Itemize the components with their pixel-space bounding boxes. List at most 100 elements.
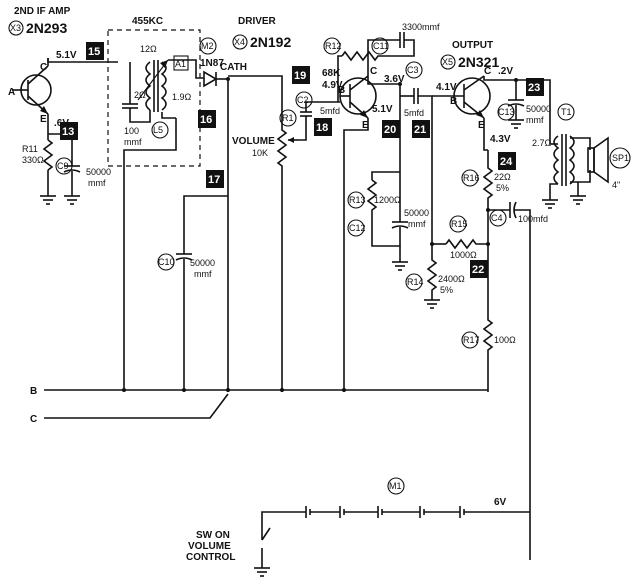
- c4-value: 100mfd: [518, 214, 548, 224]
- battery-voltage: 6V: [494, 497, 507, 508]
- node-a-label: A: [8, 87, 15, 98]
- sp1-ref: SP1: [612, 153, 629, 163]
- test-point-19: 19: [292, 66, 310, 84]
- x4-base-label: B: [338, 85, 345, 96]
- transistor-x3: [12, 58, 52, 128]
- svg-text:24: 24: [500, 156, 513, 168]
- r15-ref: R15: [451, 219, 468, 229]
- x5-emitter-label: E: [478, 120, 485, 131]
- svg-text:22: 22: [472, 264, 484, 276]
- c12-unit: mmf: [408, 219, 426, 229]
- r14-ref: R14: [407, 277, 424, 287]
- x4-stage-title: DRIVER: [238, 16, 277, 27]
- test-point-24: 24: [498, 152, 516, 170]
- test-point-16: 16: [198, 110, 216, 128]
- c9-ref: C9: [57, 161, 69, 171]
- svg-text:19: 19: [294, 70, 306, 82]
- sp1-size: 4": [612, 180, 620, 190]
- transistor-x5: [432, 75, 491, 119]
- volume-label: VOLUME: [232, 136, 275, 147]
- svg-text:17: 17: [208, 174, 220, 186]
- r16-value: 22Ω: [494, 172, 511, 182]
- if-can-label: 455KC: [132, 16, 163, 27]
- diode-cath-label: CATH: [220, 62, 247, 73]
- x4-part-number: 2N192: [250, 34, 291, 50]
- x5-base-label: B: [450, 96, 457, 107]
- m2-ref: M2: [201, 41, 214, 51]
- test-point-13: 13: [60, 122, 78, 140]
- test-point-21: 21: [412, 120, 430, 138]
- c12-value: 50000: [404, 208, 429, 218]
- bus-b-label: B: [30, 386, 37, 397]
- r12-ref: R12: [325, 41, 342, 51]
- m1-ref: M1: [389, 481, 402, 491]
- t1-ref: T1: [561, 107, 572, 117]
- r11-ref: R11: [22, 144, 38, 154]
- svg-text:21: 21: [414, 124, 426, 136]
- switch-label-2: VOLUME: [188, 541, 231, 552]
- r15-value: 1000Ω: [450, 250, 477, 260]
- x5-part-number: 2N321: [458, 54, 499, 70]
- c13-unit: mmf: [526, 115, 544, 125]
- svg-text:23: 23: [528, 82, 540, 94]
- r16-ref: R16: [463, 173, 480, 183]
- c3-ref: C3: [407, 65, 419, 75]
- c2-value: 5mfd: [320, 106, 340, 116]
- x4-collector-voltage-2: 3.6V: [384, 74, 405, 85]
- r17-ref: R17: [463, 335, 480, 345]
- c9-value: 50000: [86, 167, 111, 177]
- l5-label: L5: [153, 125, 163, 135]
- r13-ref: R13: [349, 195, 366, 205]
- x3-part-number: 2N293: [26, 20, 67, 36]
- battery-cells: [305, 506, 530, 518]
- transistor-x4: [339, 75, 377, 119]
- c13-value: 50000: [526, 104, 551, 114]
- if-cap-unit: mmf: [124, 137, 142, 147]
- c2-ref: C2: [297, 95, 309, 105]
- if-primary-resistance: 12Ω: [140, 44, 157, 54]
- c13-ref: C13: [498, 107, 515, 117]
- test-point-22: 22: [470, 260, 488, 278]
- svg-text:16: 16: [200, 114, 212, 126]
- r14-value: 2400Ω: [438, 274, 465, 284]
- x4-ref: X4: [234, 37, 245, 47]
- r1-ref: R1: [282, 113, 294, 123]
- x5-base-voltage: 4.1V: [436, 82, 457, 93]
- svg-text:15: 15: [88, 46, 100, 58]
- r13-value: 1200Ω: [374, 195, 401, 205]
- if-transformer-can: [107, 29, 201, 167]
- tp15-voltage: 5.1V: [56, 50, 77, 61]
- if-secondary-resistance: 1.9Ω: [172, 92, 192, 102]
- r14-tolerance: 5%: [440, 285, 453, 295]
- x3-ref: X3: [10, 23, 21, 33]
- c9-unit: mmf: [88, 178, 106, 188]
- x3-emitter-label: E: [40, 114, 47, 125]
- c12-ref: C12: [349, 223, 366, 233]
- switch-label-1: SW ON: [196, 530, 230, 541]
- test-point-20: 20: [382, 120, 400, 138]
- c4-ref: C4: [491, 213, 503, 223]
- r11-value: 330Ω: [22, 155, 44, 165]
- x5-collector-label: C: [484, 66, 491, 77]
- r17-value: 100Ω: [494, 335, 516, 345]
- x4-collector-voltage: 4.9V: [322, 80, 343, 91]
- x5-emitter-voltage: 4.3V: [490, 134, 511, 145]
- test-point-23: 23: [526, 78, 544, 96]
- x5-stage-title: OUTPUT: [452, 40, 493, 51]
- test-point-18: 18: [314, 118, 332, 136]
- if-cap-value: 100: [124, 126, 139, 136]
- x4-emitter-label: E: [362, 120, 369, 131]
- diode-part: 1N87: [200, 58, 224, 69]
- x4-emitter-voltage: 5.1V: [372, 104, 393, 115]
- x3-stage-title: 2ND IF AMP: [14, 6, 71, 17]
- x3-collector-label: C: [40, 62, 47, 73]
- c3-value: 5mfd: [404, 108, 424, 118]
- c11-ref: C11: [373, 41, 389, 51]
- x5-collector-voltage: .2V: [498, 66, 513, 77]
- x4-collector-label: C: [370, 66, 377, 77]
- c10-unit: mmf: [194, 269, 212, 279]
- x5-ref: X5: [442, 57, 453, 67]
- switch-label-3: CONTROL: [186, 552, 235, 563]
- svg-text:20: 20: [384, 124, 396, 136]
